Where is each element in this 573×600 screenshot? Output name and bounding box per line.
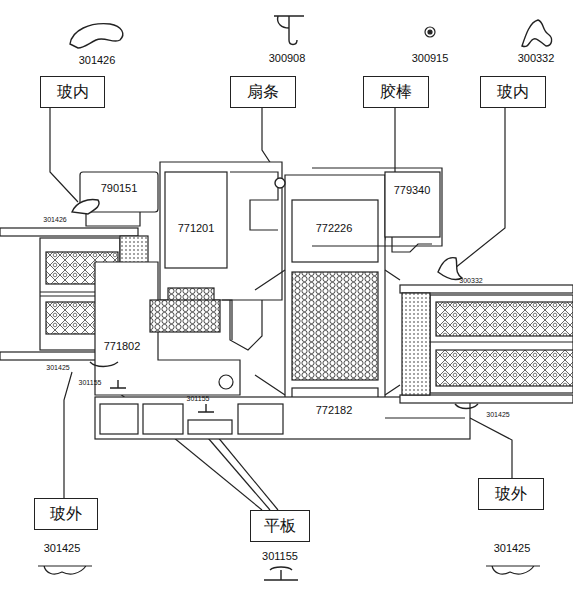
part-number: 300915 <box>412 53 449 64</box>
part-number: 301155 <box>79 379 102 386</box>
callout-text: 胶棒 <box>380 82 412 103</box>
part-number: 300908 <box>269 53 306 64</box>
part-number: 779340 <box>394 185 431 196</box>
callout-box: 扇条 <box>230 76 296 108</box>
part-number: 301425 <box>486 411 509 418</box>
callout-text: 扇条 <box>247 82 279 103</box>
callout-text: 玻内 <box>497 82 529 103</box>
callout-text: 玻内 <box>57 82 89 103</box>
part-number: 300332 <box>459 277 482 284</box>
callout-box: 平板 <box>250 510 310 542</box>
callout-text: 玻外 <box>495 484 527 505</box>
callout-box: 玻外 <box>478 478 544 510</box>
part-number: 301426 <box>79 55 116 66</box>
part-number: 301425 <box>494 543 531 554</box>
part-number: 301155 <box>187 395 210 402</box>
callout-box: 玻内 <box>480 76 546 108</box>
callout-text: 平板 <box>264 516 296 537</box>
part-number: 300332 <box>518 53 555 64</box>
part-number: 301425 <box>44 543 81 554</box>
part-number: 771802 <box>104 341 141 352</box>
callout-box: 玻外 <box>34 498 98 530</box>
part-number: 301425 <box>46 364 69 371</box>
part-number: 301426 <box>43 216 66 223</box>
part-number: 771201 <box>178 223 215 234</box>
part-number: 790151 <box>101 183 138 194</box>
part-number: 772226 <box>316 223 353 234</box>
callout-text: 玻外 <box>50 504 82 525</box>
callout-box: 玻内 <box>40 76 105 108</box>
part-number: 301155 <box>262 551 298 562</box>
part-number: 772182 <box>316 405 353 416</box>
callout-box: 胶棒 <box>363 76 429 108</box>
